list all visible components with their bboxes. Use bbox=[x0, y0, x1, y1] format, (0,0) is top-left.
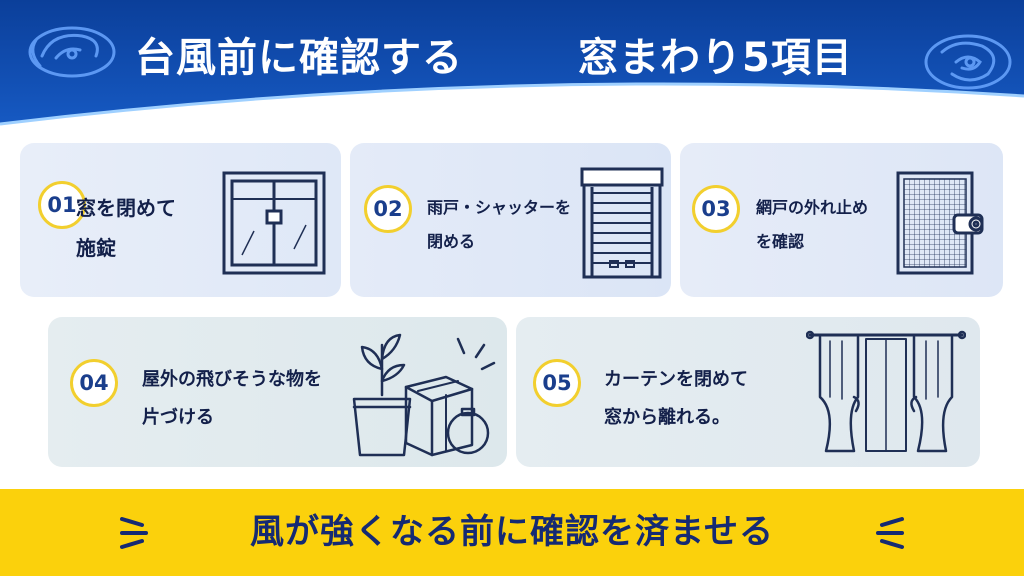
card-label-line1: 雨戸・シャッターを bbox=[427, 198, 572, 217]
step-number-badge: 05 bbox=[533, 359, 581, 407]
header-banner: 台風前に確認する 窓まわり5項目 bbox=[0, 0, 1024, 130]
card-label-line2: を確認 bbox=[756, 232, 805, 251]
card-label: 屋外の飛びそうな物を 片づける bbox=[142, 361, 322, 437]
step-number-badge: 02 bbox=[364, 185, 412, 233]
page-subtitle: 窓まわり5項目 bbox=[578, 35, 853, 81]
card-label-line1: 窓を閉めて bbox=[76, 196, 176, 220]
card-label-line2: 窓から離れる。 bbox=[604, 407, 730, 428]
card-label-line1: カーテンを閉めて bbox=[604, 369, 748, 390]
emphasis-lines-left-icon bbox=[120, 517, 148, 549]
card-04: 04 屋外の飛びそうな物を 片づける bbox=[48, 317, 507, 467]
header-background bbox=[0, 0, 1024, 126]
card-label-line2: 閉める bbox=[427, 232, 476, 251]
typhoon-icon-right bbox=[924, 34, 1012, 90]
emphasis-lines-right-icon bbox=[876, 517, 904, 549]
screen-door-icon bbox=[896, 171, 984, 275]
card-05: 05 カーテンを閉めて 窓から離れる。 bbox=[516, 317, 980, 467]
card-label: 雨戸・シャッターを 閉める bbox=[427, 191, 571, 259]
step-number-badge: 04 bbox=[70, 359, 118, 407]
card-01: 01 窓を閉めて 施錠 bbox=[20, 143, 341, 297]
card-label-line1: 屋外の飛びそうな物を bbox=[142, 369, 322, 390]
card-label-line2: 片づける bbox=[142, 407, 214, 428]
card-label: 網戸の外れ止め を確認 bbox=[756, 191, 868, 259]
outdoor-items-icon bbox=[352, 333, 496, 457]
card-label: 窓を閉めて 施錠 bbox=[76, 188, 176, 268]
curtain-icon bbox=[806, 330, 966, 453]
footer-message: 風が強くなる前に確認を済ませる bbox=[250, 512, 774, 552]
shutter-icon bbox=[580, 167, 664, 279]
page-title: 台風前に確認する bbox=[135, 35, 463, 81]
locked-window-icon bbox=[222, 171, 326, 275]
step-number-badge: 03 bbox=[692, 185, 740, 233]
card-label-line1: 網戸の外れ止め bbox=[756, 198, 869, 217]
footer-banner: 風が強くなる前に確認を済ませる bbox=[0, 489, 1024, 576]
step-number-badge: 01 bbox=[38, 181, 86, 229]
card-label: カーテンを閉めて 窓から離れる。 bbox=[604, 361, 748, 437]
card-label-line2: 施錠 bbox=[76, 236, 116, 260]
card-03: 03 網戸の外れ止め を確認 bbox=[680, 143, 1003, 297]
card-02: 02 雨戸・シャッターを 閉める bbox=[350, 143, 671, 297]
typhoon-icon-left bbox=[28, 26, 116, 78]
